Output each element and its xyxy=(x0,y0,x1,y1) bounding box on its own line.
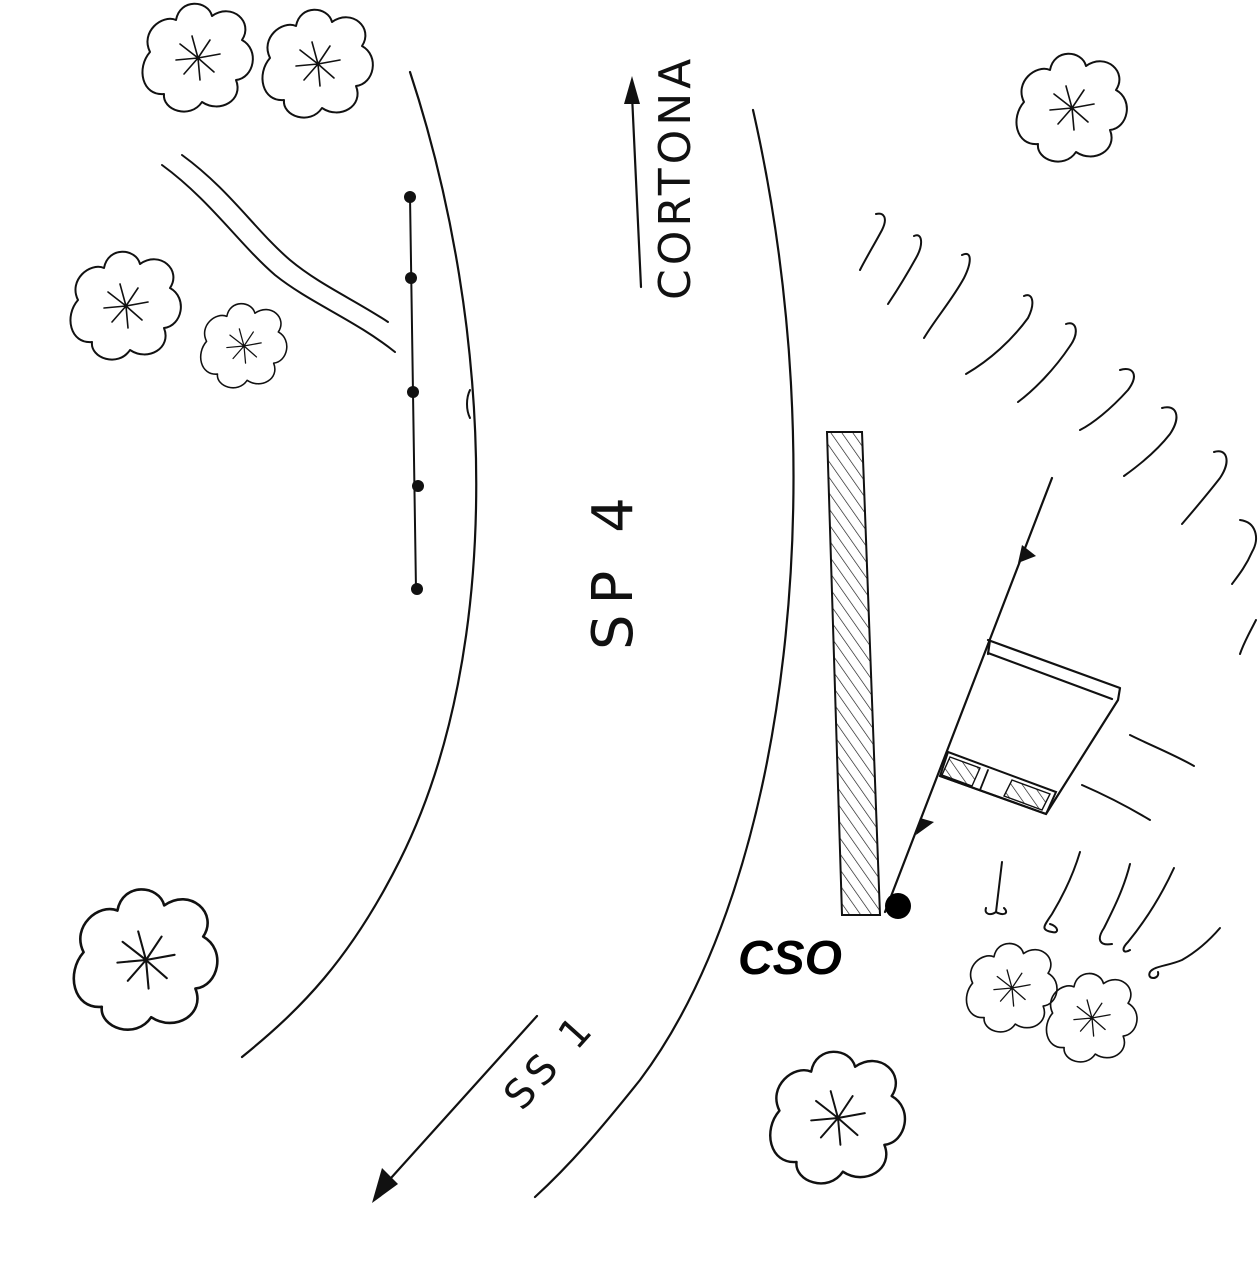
station-label: CSO xyxy=(738,932,842,985)
driveway-line xyxy=(1081,784,1151,821)
tree-icon xyxy=(1015,52,1128,163)
arrow-north-icon xyxy=(624,76,643,289)
arrow-southwest-icon xyxy=(372,1014,539,1203)
road-edge-mark xyxy=(466,389,471,419)
road-name-label: SP 4 xyxy=(581,487,646,650)
tree-icon xyxy=(965,942,1058,1033)
hatched-barrier xyxy=(825,431,882,916)
tree-icon xyxy=(69,250,182,361)
tree-icon xyxy=(769,1050,907,1185)
road-edge-west xyxy=(240,70,478,1059)
tree-icon xyxy=(72,888,219,1031)
slope-hachures-lower xyxy=(984,851,1221,979)
tree-icon xyxy=(199,302,288,389)
direction-label-cortona: CORTONA xyxy=(650,55,701,300)
tree-icon xyxy=(261,8,374,119)
ditch-line-upper xyxy=(181,154,389,323)
fence xyxy=(404,191,424,595)
station-point-icon xyxy=(885,893,911,919)
building xyxy=(938,638,1122,816)
tree-icon xyxy=(1045,972,1138,1063)
driveway-line xyxy=(1129,734,1195,767)
road-edge-east xyxy=(533,108,795,1199)
slope-hachures xyxy=(859,212,1257,655)
direction-label-ss1: SS 1 xyxy=(495,1004,605,1119)
tree-icon xyxy=(141,2,254,113)
ditch-line-lower xyxy=(161,164,396,353)
property-boundary xyxy=(883,476,1054,914)
